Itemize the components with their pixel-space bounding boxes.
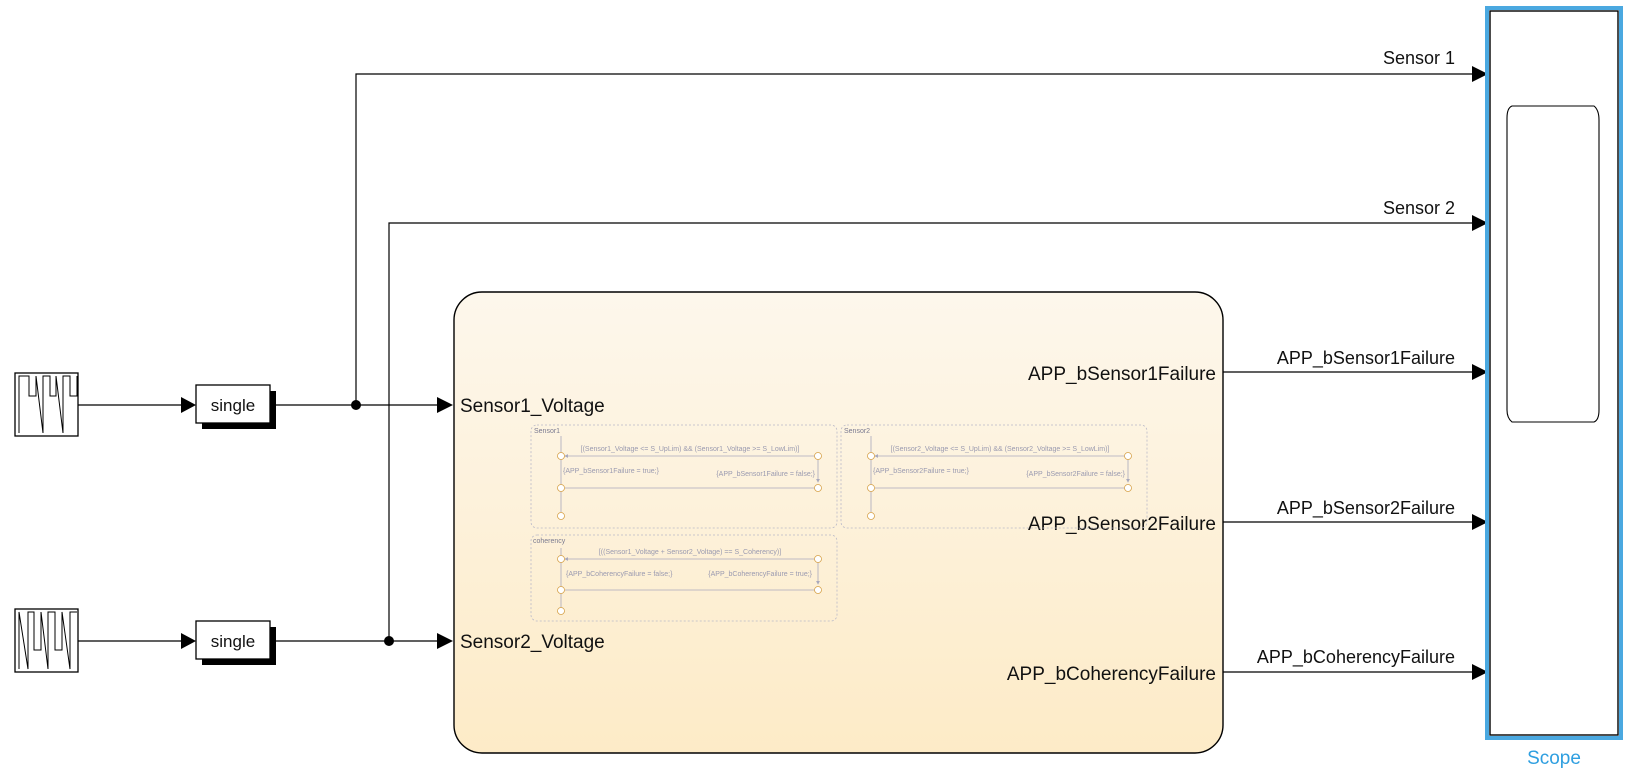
data-type-conversion-block-2[interactable]: single	[195, 620, 276, 665]
signal-label: Sensor 1	[1383, 48, 1455, 68]
transition-condition: [((Sensor1_Voltage + Sensor2_Voltage) ==…	[599, 549, 781, 556]
scope-label: Scope	[1527, 748, 1581, 769]
scope-block[interactable]: Scope	[1485, 6, 1623, 769]
arrow-head	[181, 397, 196, 413]
arrow-head	[1472, 66, 1488, 82]
chart-output-port-label: APP_bSensor1Failure	[1028, 364, 1216, 385]
state-title: Sensor2	[844, 428, 870, 435]
chart-output-port-label: APP_bSensor2Failure	[1028, 514, 1216, 535]
pulse-waveform-icon	[18, 611, 77, 670]
signal-label: APP_bSensor2Failure	[1277, 498, 1455, 519]
state-title: Sensor1	[534, 428, 560, 435]
converter-label: single	[211, 396, 255, 415]
arrow-head	[1472, 364, 1488, 380]
transition-action: {APP_bSensor2Failure = true;}	[873, 468, 970, 475]
transition-action: {APP_bCoherencyFailure = false;}	[566, 571, 673, 578]
transition-action: {APP_bSensor1Failure = true;}	[563, 468, 660, 475]
signal-label: APP_bCoherencyFailure	[1257, 647, 1455, 668]
state-sensor1-preview: Sensor1 [(Sensor1_Voltage <= S_UpLim) &&…	[530, 424, 838, 529]
transition-action: {APP_bSensor1Failure = false;}	[716, 471, 815, 478]
arrow-head	[1472, 514, 1488, 530]
arrow-head	[437, 633, 453, 649]
arrow-head	[437, 397, 453, 413]
chart-input-port-label: Sensor1_Voltage	[460, 396, 605, 417]
data-type-conversion-block-1[interactable]: single	[195, 384, 276, 429]
transition-action: {APP_bSensor2Failure = false;}	[1026, 471, 1125, 478]
chart-input-port-label: Sensor2_Voltage	[460, 632, 605, 653]
transition-condition: [(Sensor1_Voltage <= S_UpLim) && (Sensor…	[581, 446, 800, 453]
state-coherency-preview: coherency [((Sensor1_Voltage + Sensor2_V…	[530, 534, 838, 622]
transition-action: {APP_bCoherencyFailure = true;}	[708, 571, 812, 578]
state-title: coherency	[533, 538, 566, 545]
arrow-head	[181, 633, 196, 649]
signal-label: Sensor 2	[1383, 198, 1455, 218]
arrow-head	[1472, 215, 1488, 231]
signal-source-block-2[interactable]	[14, 608, 79, 673]
converter-label: single	[211, 632, 255, 651]
scope-screen-icon	[1506, 105, 1600, 423]
signal-label: APP_bSensor1Failure	[1277, 348, 1455, 369]
transition-condition: [(Sensor2_Voltage <= S_UpLim) && (Sensor…	[891, 446, 1110, 453]
state-sensor2-preview: Sensor2 [(Sensor2_Voltage <= S_UpLim) &&…	[840, 424, 1148, 529]
chart-output-port-label: APP_bCoherencyFailure	[1007, 664, 1216, 685]
arrow-head	[1472, 664, 1488, 680]
wire[interactable]	[355, 73, 1472, 405]
pulse-waveform-icon	[18, 375, 78, 434]
signal-source-block-1[interactable]	[14, 372, 79, 437]
stateflow-chart-block[interactable]: Sensor1_Voltage Sensor2_Voltage APP_bSen…	[453, 291, 1224, 754]
wire[interactable]	[388, 222, 1472, 641]
